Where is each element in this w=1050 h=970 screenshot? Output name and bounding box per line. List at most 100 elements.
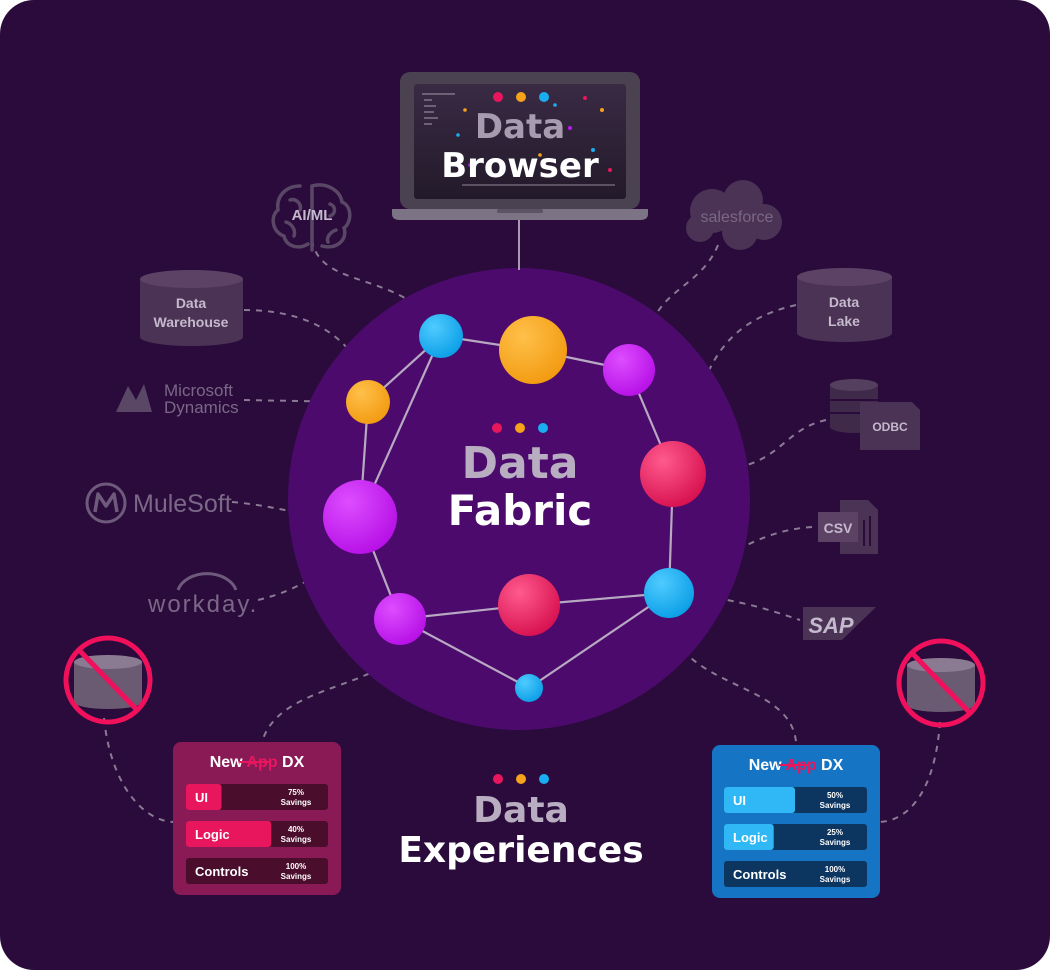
sap-source: SAP xyxy=(803,607,876,640)
laptop-notch xyxy=(497,209,543,213)
node-purple-right xyxy=(603,344,655,396)
dynamics-logo-icon xyxy=(116,384,152,412)
card-left-row-2: Logic 40% Savings xyxy=(186,821,328,847)
card-left-row-2-savings: Savings xyxy=(281,835,312,844)
ai-ml-label: AI/ML xyxy=(292,207,333,224)
laptop-data-browser: Data Browser xyxy=(392,72,648,220)
salesforce-label: salesforce xyxy=(701,209,774,226)
data-warehouse-source: Data Warehouse xyxy=(140,270,243,346)
mulesoft-label: MuleSoft xyxy=(133,490,232,518)
microsoft-label-line2: Dynamics xyxy=(164,398,239,417)
card-left-row-1: UI 75% Savings xyxy=(186,784,328,810)
laptop-screen xyxy=(414,84,626,199)
connector-workday xyxy=(257,544,339,601)
card-right-row-1-fill xyxy=(724,787,795,813)
workday-source: workday. xyxy=(147,572,258,618)
database-icon xyxy=(797,268,892,342)
card-left-row-1-pct: 75% xyxy=(288,788,304,797)
browser-dot-2 xyxy=(516,92,526,102)
card-left-row-1-fill xyxy=(186,784,222,810)
card-left-row-3-pct: 100% xyxy=(286,862,306,871)
screen-sparkles xyxy=(456,96,612,172)
odbc-label: ODBC xyxy=(872,420,908,434)
mulesoft-logo-icon xyxy=(85,482,127,524)
node-pink-bottom xyxy=(498,574,560,636)
card-right-row-2-pct: 25% xyxy=(827,828,843,837)
card-left-row-1-label: UI xyxy=(195,790,208,805)
card-right-row-3-label: Controls xyxy=(733,867,786,882)
card-right-row-1-pct: 50% xyxy=(827,791,843,800)
card-left-title-dx: DX xyxy=(282,754,305,771)
prohibited-icon xyxy=(896,638,986,728)
csv-label: CSV xyxy=(824,520,853,536)
card-right-row-3-pct: 100% xyxy=(825,865,845,874)
warehouse-label-line1: Data xyxy=(176,295,207,311)
browser-dot-1 xyxy=(493,92,503,102)
connector-right-blocked xyxy=(879,721,941,823)
card-left-title-new: New xyxy=(210,754,243,771)
experiences-title-line1: Data xyxy=(473,790,569,831)
card-right-row-2: Logic 25% Savings xyxy=(724,824,867,850)
csv-source: CSV xyxy=(818,500,878,554)
connector-csv xyxy=(694,526,813,579)
node-blue-right xyxy=(644,568,694,618)
card-left-row-3-label: Controls xyxy=(195,864,248,879)
card-left-row-3: Controls 100% Savings xyxy=(186,858,328,884)
fabric-dot-1 xyxy=(492,423,502,433)
odbc-doc-icon xyxy=(860,402,920,450)
blocked-database-right xyxy=(896,638,986,728)
connector-odbc xyxy=(709,419,827,471)
card-left-row-2-label: Logic xyxy=(195,827,230,842)
workday-arc-icon xyxy=(176,572,238,591)
node-orange-left xyxy=(346,380,390,424)
network-nodes xyxy=(323,314,706,702)
card-left-row-2-pct: 40% xyxy=(288,825,304,834)
connector-mulesoft xyxy=(231,501,331,518)
odbc-source: ODBC xyxy=(830,379,920,450)
node-blue-bottom xyxy=(515,674,543,702)
card-right-row-1-savings: Savings xyxy=(820,801,851,810)
data-lake-source: Data Lake xyxy=(797,268,892,342)
node-purple-left xyxy=(323,480,397,554)
lake-label-line2: Lake xyxy=(828,313,860,329)
new-dx-card-left: New App DX UI 75% Savings Logic 40% Savi… xyxy=(173,742,341,895)
fabric-title-group: Data Fabric xyxy=(448,423,593,535)
fabric-title-line2: Fabric xyxy=(448,486,593,535)
card-left-bg xyxy=(173,742,341,895)
experiences-dot-2 xyxy=(516,774,526,784)
experiences-title-line2: Experiences xyxy=(398,830,643,871)
card-right-row-3: Controls 100% Savings xyxy=(724,861,867,887)
lake-label-line1: Data xyxy=(829,294,860,310)
card-right-row-1-label: UI xyxy=(733,793,746,808)
microsoft-label-line1: Microsoft xyxy=(164,381,233,400)
card-right-row-2-label: Logic xyxy=(733,830,768,845)
node-purple-bottom xyxy=(374,593,426,645)
workday-label: workday. xyxy=(147,591,258,618)
card-right-title-new: New xyxy=(749,757,782,774)
card-right-row-2-fill xyxy=(724,824,774,850)
experiences-dot-3 xyxy=(539,774,549,784)
card-left-row-3-savings: Savings xyxy=(281,872,312,881)
fabric-dot-2 xyxy=(515,423,525,433)
connector-left-blocked xyxy=(103,717,174,823)
card-right-title-dx: DX xyxy=(821,757,844,774)
ai-ml-source: AI/ML xyxy=(271,183,352,252)
card-right-bg xyxy=(712,745,880,898)
browser-dot-3 xyxy=(539,92,549,102)
node-pink-right xyxy=(640,441,706,507)
warehouse-label-line2: Warehouse xyxy=(154,314,229,330)
database-icon xyxy=(140,270,243,346)
blocked-database-left xyxy=(63,635,153,725)
csv-tag xyxy=(818,512,858,542)
laptop-base xyxy=(392,209,648,220)
sap-label: SAP xyxy=(808,613,854,638)
microsoft-dynamics-source: Microsoft Dynamics xyxy=(116,381,239,417)
browser-title-line2: Browser xyxy=(441,146,599,186)
new-dx-card-right: New App DX UI 50% Savings Logic 25% Savi… xyxy=(712,745,880,898)
sap-logo-icon xyxy=(803,607,876,640)
prohibited-icon xyxy=(63,635,153,725)
card-right-row-3-savings: Savings xyxy=(820,875,851,884)
card-left-row-1-savings: Savings xyxy=(281,798,312,807)
